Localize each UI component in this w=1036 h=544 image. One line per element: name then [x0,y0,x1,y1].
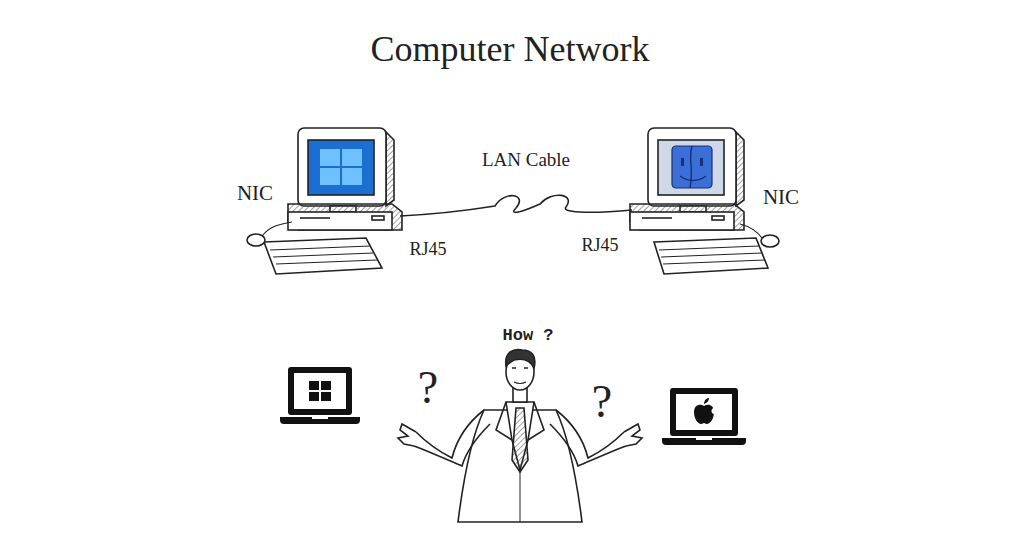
cable-label: LAN Cable [482,150,570,171]
nic-label: NIC [237,182,273,205]
diagram-title: Computer Network [371,30,650,70]
connector-label: RJ45 [409,240,446,260]
connector-label: RJ45 [581,236,618,256]
windows-laptop-icon [280,367,360,424]
question-caption: How ? [502,327,553,346]
question-mark: ? [418,363,438,414]
shrugging-man [398,350,642,522]
nic-label: NIC [763,186,799,209]
question-mark: ? [592,377,612,428]
mac-computer [630,128,779,274]
lan-cable [400,195,632,216]
apple-laptop-icon [662,388,746,445]
